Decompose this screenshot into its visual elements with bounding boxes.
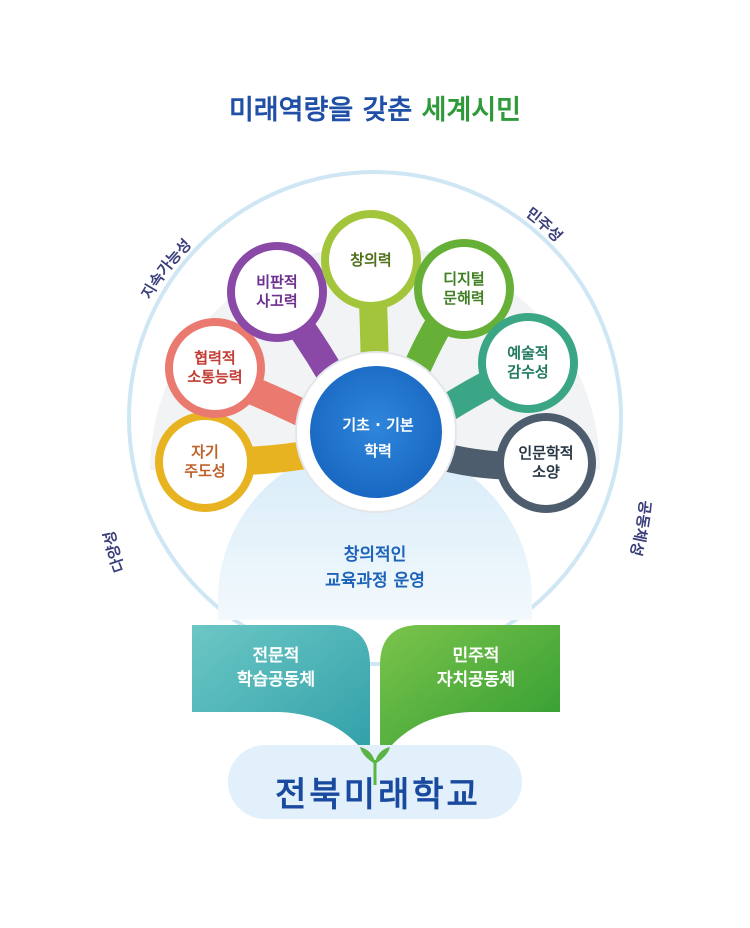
core-line1: 기초 · 기본 [342,416,414,434]
petal-humanities [496,413,596,513]
community-label-democratic: 민주적 자치공동체 [396,644,556,692]
core-circle [310,366,442,498]
brand-wordmark: 전북미래학교 [275,775,481,815]
curriculum-label: 창의적인 교육과정 운영 [250,542,500,594]
title-part1: 미래역량을 갖춘 [228,95,413,126]
community-professional-line1: 전문적 [252,646,300,666]
leaf-professional-learning [192,625,370,760]
sprout-icon [360,747,390,785]
core-line2: 학력 [364,442,392,460]
community-professional-line2: 학습공동체 [236,670,316,690]
curriculum-dome [218,443,532,620]
petal-creativity [321,210,421,310]
petal-label-creativity: 창의력 [350,251,392,269]
ring-label-diversity: 다양성 [100,529,128,574]
petal-label-humanities: 인문학적 소양 [518,444,574,481]
community-democratic-line1: 민주적 [452,646,500,666]
curriculum-line2: 교육과정 운영 [325,571,425,591]
petal-label-artistic-sensibility: 예술적 감수성 [507,344,549,381]
petal-label-digital-literacy: 디지털 문해력 [443,270,485,307]
page-title: 미래역량을 갖춘 세계시민 [0,88,750,127]
petal-label-self-directed: 자기 주도성 [184,443,226,480]
petal-bubbles [155,210,596,513]
community-democratic-line2: 자치공동체 [436,670,516,690]
petal-digital-literacy [414,239,514,339]
community-label-professional: 전문적 학습공동체 [196,644,356,692]
petal-artistic-sensibility [478,313,578,413]
ring-label-sustainability: 지속가능성 [138,236,195,302]
outer-ring [127,170,623,666]
petal-label-critical-thinking: 비판적 사고력 [256,273,298,310]
curriculum-line1: 창의적인 [343,545,407,565]
core-label: 기초 · 기본 학력 [303,412,453,464]
leaf-democratic-autonomy [380,625,560,760]
petal-critical-thinking [227,242,327,342]
ring-label-community: 공동체성 [626,500,654,558]
petal-collaboration [165,318,265,418]
title-part2: 세계시민 [421,95,522,126]
petal-label-collaboration: 협력적 소통능력 [187,349,243,386]
